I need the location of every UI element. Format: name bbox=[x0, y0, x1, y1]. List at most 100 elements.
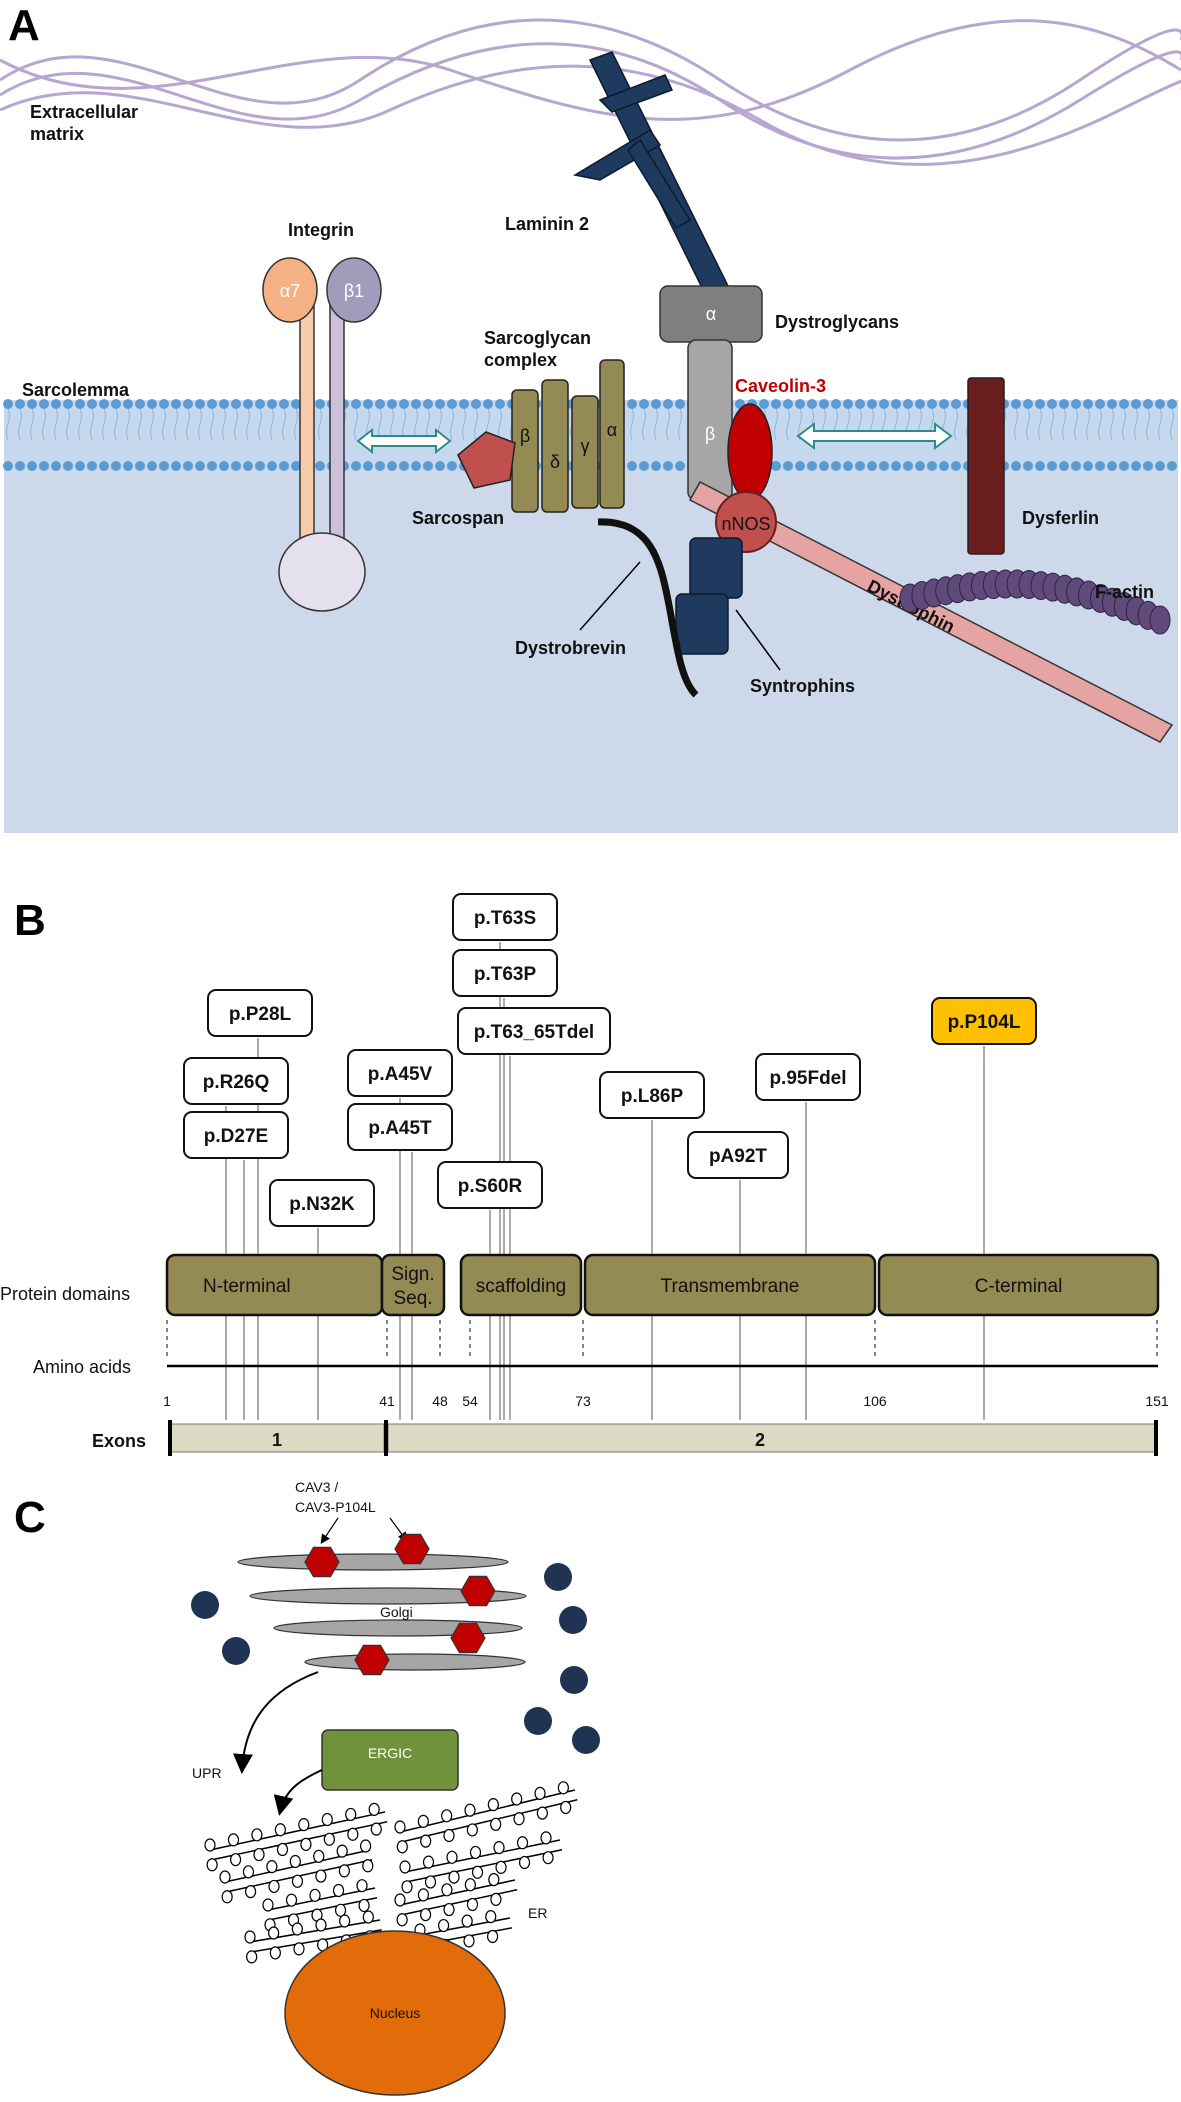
mutation-label: p.A45V bbox=[368, 1064, 433, 1085]
mutation-box bbox=[207, 989, 313, 1037]
tick-label-41: 41 bbox=[379, 1393, 395, 1409]
extracellular-matrix-label-line1: Extracellular bbox=[30, 102, 138, 122]
domain-1 bbox=[380, 1253, 446, 1317]
tick-label-151: 151 bbox=[1145, 1393, 1169, 1409]
panel-label-a: A bbox=[8, 1, 40, 50]
mutation-label: p.T63P bbox=[474, 964, 537, 985]
golgi-label: Golgi bbox=[380, 1604, 413, 1620]
mutation-label: p.P104L bbox=[948, 1012, 1021, 1033]
golgi: Golgi bbox=[237, 1553, 527, 1671]
sarcoglycan-delta-label: δ bbox=[550, 452, 560, 472]
sarcoglycan-gamma-label: γ bbox=[581, 436, 590, 456]
mutation-box bbox=[457, 1007, 611, 1055]
mutation-box bbox=[347, 1049, 453, 1097]
mutation-label: p.A45T bbox=[368, 1118, 432, 1139]
integrin-beta1-subunit bbox=[326, 257, 382, 323]
endoplasmic-reticulum bbox=[204, 1781, 578, 1964]
nucleus: Nucleus bbox=[284, 1930, 506, 2096]
mutation-label: p.R26Q bbox=[203, 1072, 270, 1093]
sarcoglycan-complex: Sarcoglycan complex β δ γ α bbox=[484, 328, 625, 513]
mutation-label: p.T63_65Tdel bbox=[474, 1022, 594, 1043]
protein-domains: N-terminal Sign. Seq. scaffolding Transmembr… bbox=[165, 1253, 1160, 1317]
dysferlin: Dysferlin bbox=[967, 377, 1099, 555]
domain-3 bbox=[583, 1253, 877, 1317]
domain-label-1: Sign. bbox=[391, 1264, 434, 1285]
panel-label-b: B bbox=[14, 896, 46, 945]
amino-acids-row-label: Amino acids bbox=[33, 1357, 131, 1377]
dysferlin-label: Dysferlin bbox=[1022, 508, 1099, 528]
upr-arrow bbox=[232, 1671, 319, 1774]
tick-label-54: 54 bbox=[462, 1393, 478, 1409]
domain-label-3: Transmembrane bbox=[661, 1276, 800, 1297]
mutation-label: p.T63S bbox=[474, 908, 536, 929]
cav3-hexagons bbox=[304, 1533, 496, 1676]
extracellular-matrix-label-line2: matrix bbox=[30, 124, 84, 144]
ergic-arrow bbox=[273, 1769, 323, 1816]
double-arrow-left bbox=[356, 427, 452, 455]
mutation-label: p.S60R bbox=[458, 1176, 523, 1197]
mutation-labels: p.P28L p.R26Q p.D27E p.N32K p.A45V p.A45T p.T6… bbox=[183, 893, 1037, 1227]
integrin-alpha7-subunit bbox=[262, 257, 318, 323]
mutation-box bbox=[755, 1053, 861, 1101]
panel-c: C CAV3 / CAV3-P104L Golgi UPR ERGIC ER bbox=[14, 1479, 600, 2096]
exons-row-label: Exons bbox=[92, 1431, 146, 1451]
tick-label-1: 1 bbox=[163, 1393, 171, 1409]
dystroglycans-label: Dystroglycans bbox=[775, 312, 899, 332]
mutation-label: p.95Fdel bbox=[769, 1068, 846, 1089]
exon-label-1: 1 bbox=[272, 1430, 282, 1450]
upr-label: UPR bbox=[192, 1765, 222, 1781]
mutation-label: p.D27E bbox=[204, 1126, 268, 1147]
domain-4 bbox=[877, 1253, 1160, 1317]
dystroglycan-beta bbox=[687, 339, 733, 501]
ergic-label: ERGIC bbox=[368, 1745, 412, 1761]
mutation-box bbox=[269, 1179, 375, 1227]
mutation-box bbox=[452, 949, 558, 997]
amino-acid-ticks: 1 41 48 54 73 106 151 bbox=[163, 1320, 1169, 1409]
mutation-box bbox=[437, 1161, 543, 1209]
dystroglycans: α β Dystroglycans bbox=[659, 285, 899, 501]
mutation-box bbox=[599, 1071, 705, 1119]
sarcospan-label: Sarcospan bbox=[412, 508, 504, 528]
mutation-label: p.P28L bbox=[229, 1004, 292, 1025]
laminin-label: Laminin 2 bbox=[505, 214, 589, 234]
panel-b: B N-terminal Sign. Seq. scaffolding Transmem… bbox=[0, 893, 1169, 1456]
exon-label-2: 2 bbox=[755, 1430, 765, 1450]
integrin: Integrin α7 β1 bbox=[262, 220, 382, 612]
sarcoglycan-label-line1: Sarcoglycan bbox=[484, 328, 591, 348]
integrin-cytoplasmic-domain bbox=[278, 532, 366, 612]
sarcolemma-label: Sarcolemma bbox=[22, 380, 130, 400]
mutation-box bbox=[931, 997, 1037, 1045]
tick-label-48: 48 bbox=[432, 1393, 448, 1409]
mutation-box bbox=[183, 1057, 289, 1105]
er-label: ER bbox=[528, 1905, 547, 1921]
tick-label-73: 73 bbox=[575, 1393, 591, 1409]
dystroglycan-beta-label: β bbox=[705, 424, 715, 444]
f-actin-label: F-actin bbox=[1095, 582, 1154, 602]
exon-2 bbox=[387, 1423, 1157, 1453]
dystroglycan-alpha-label: α bbox=[706, 304, 716, 324]
tick-label-106: 106 bbox=[863, 1393, 887, 1409]
caveolin-3: Caveolin-3 bbox=[727, 376, 826, 501]
cav-label-line2: CAV3-P104L bbox=[295, 1499, 376, 1515]
syntrophins: Syntrophins bbox=[675, 537, 855, 696]
domain-label-2: scaffolding bbox=[476, 1276, 567, 1297]
mutation-box bbox=[687, 1131, 789, 1179]
domain-label2-1: Seq. bbox=[393, 1288, 432, 1309]
f-actin bbox=[899, 569, 1171, 635]
sarcospan: Sarcospan bbox=[412, 431, 516, 528]
nnos: nNOS bbox=[715, 491, 777, 553]
mutation-label: p.N32K bbox=[289, 1194, 355, 1215]
mutation-label: p.L86P bbox=[621, 1086, 684, 1107]
mutation-label: pA92T bbox=[709, 1146, 767, 1167]
syntrophins-label: Syntrophins bbox=[750, 676, 855, 696]
nucleus-label: Nucleus bbox=[370, 2005, 421, 2021]
beta1-label: β1 bbox=[344, 281, 364, 301]
panel-a: A Extracellular matrix Integrin α7 β1 La… bbox=[0, 0, 1181, 833]
mutation-box bbox=[452, 893, 558, 941]
sarcoglycan-label-line2: complex bbox=[484, 350, 557, 370]
dystrobrevin-label: Dystrobrevin bbox=[515, 638, 626, 658]
domain-label-0: N-terminal bbox=[203, 1276, 291, 1297]
sarcoglycan-beta-label: β bbox=[520, 426, 530, 446]
